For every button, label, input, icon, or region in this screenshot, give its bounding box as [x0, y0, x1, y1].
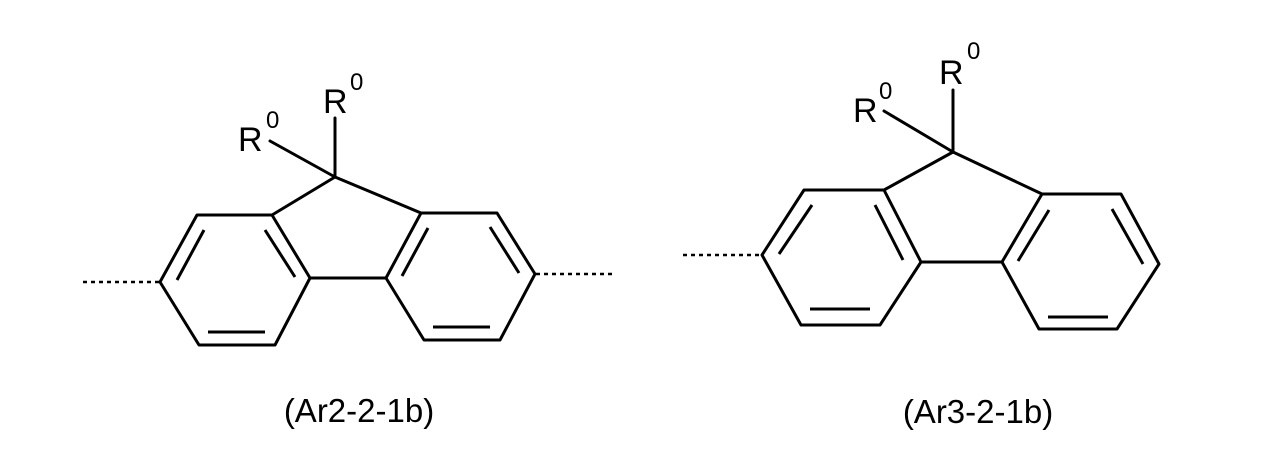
benzene-ring-left — [760, 188, 923, 327]
double-bond-inner — [263, 229, 297, 278]
double-bond-inner — [873, 204, 905, 261]
benzene-ring-right — [1000, 192, 1161, 331]
substituent-superscript-left: 0 — [879, 78, 892, 105]
substituent-label-upper: R — [939, 54, 964, 92]
c9-bond-right — [333, 175, 423, 215]
double-bond-inner — [777, 204, 814, 255]
substituent-label-left: R — [238, 121, 263, 159]
double-bond-inner — [400, 227, 430, 277]
substituent-superscript-upper: 0 — [967, 38, 980, 65]
double-bond-inner — [488, 226, 521, 274]
structure-caption: (Ar3-2-1b) — [903, 393, 1053, 430]
benzene-ring-right — [384, 211, 537, 342]
substituent-bond-left — [268, 139, 337, 179]
double-bond-inner — [1016, 209, 1051, 262]
double-bond-inner — [175, 229, 206, 281]
benzene-ring-left — [158, 213, 312, 347]
substituent-label-left: R — [853, 92, 878, 130]
substituent-label-upper: R — [323, 83, 348, 121]
structure-ar2-2-1b: R 0 R 0 (Ar2-2-1b) — [83, 69, 612, 429]
double-bond-inner — [1110, 208, 1145, 265]
substituent-bond-left — [882, 109, 955, 154]
c9-bond-right — [951, 150, 1044, 196]
substituent-superscript-left: 0 — [266, 107, 279, 134]
structure-caption: (Ar2-2-1b) — [284, 392, 434, 429]
c9-bond-left — [882, 150, 955, 192]
c9-bond-left — [270, 175, 337, 217]
substituent-superscript-upper: 0 — [350, 69, 363, 96]
structure-ar3-2-1b: R 0 R 0 (Ar3-2-1b) — [683, 38, 1161, 430]
